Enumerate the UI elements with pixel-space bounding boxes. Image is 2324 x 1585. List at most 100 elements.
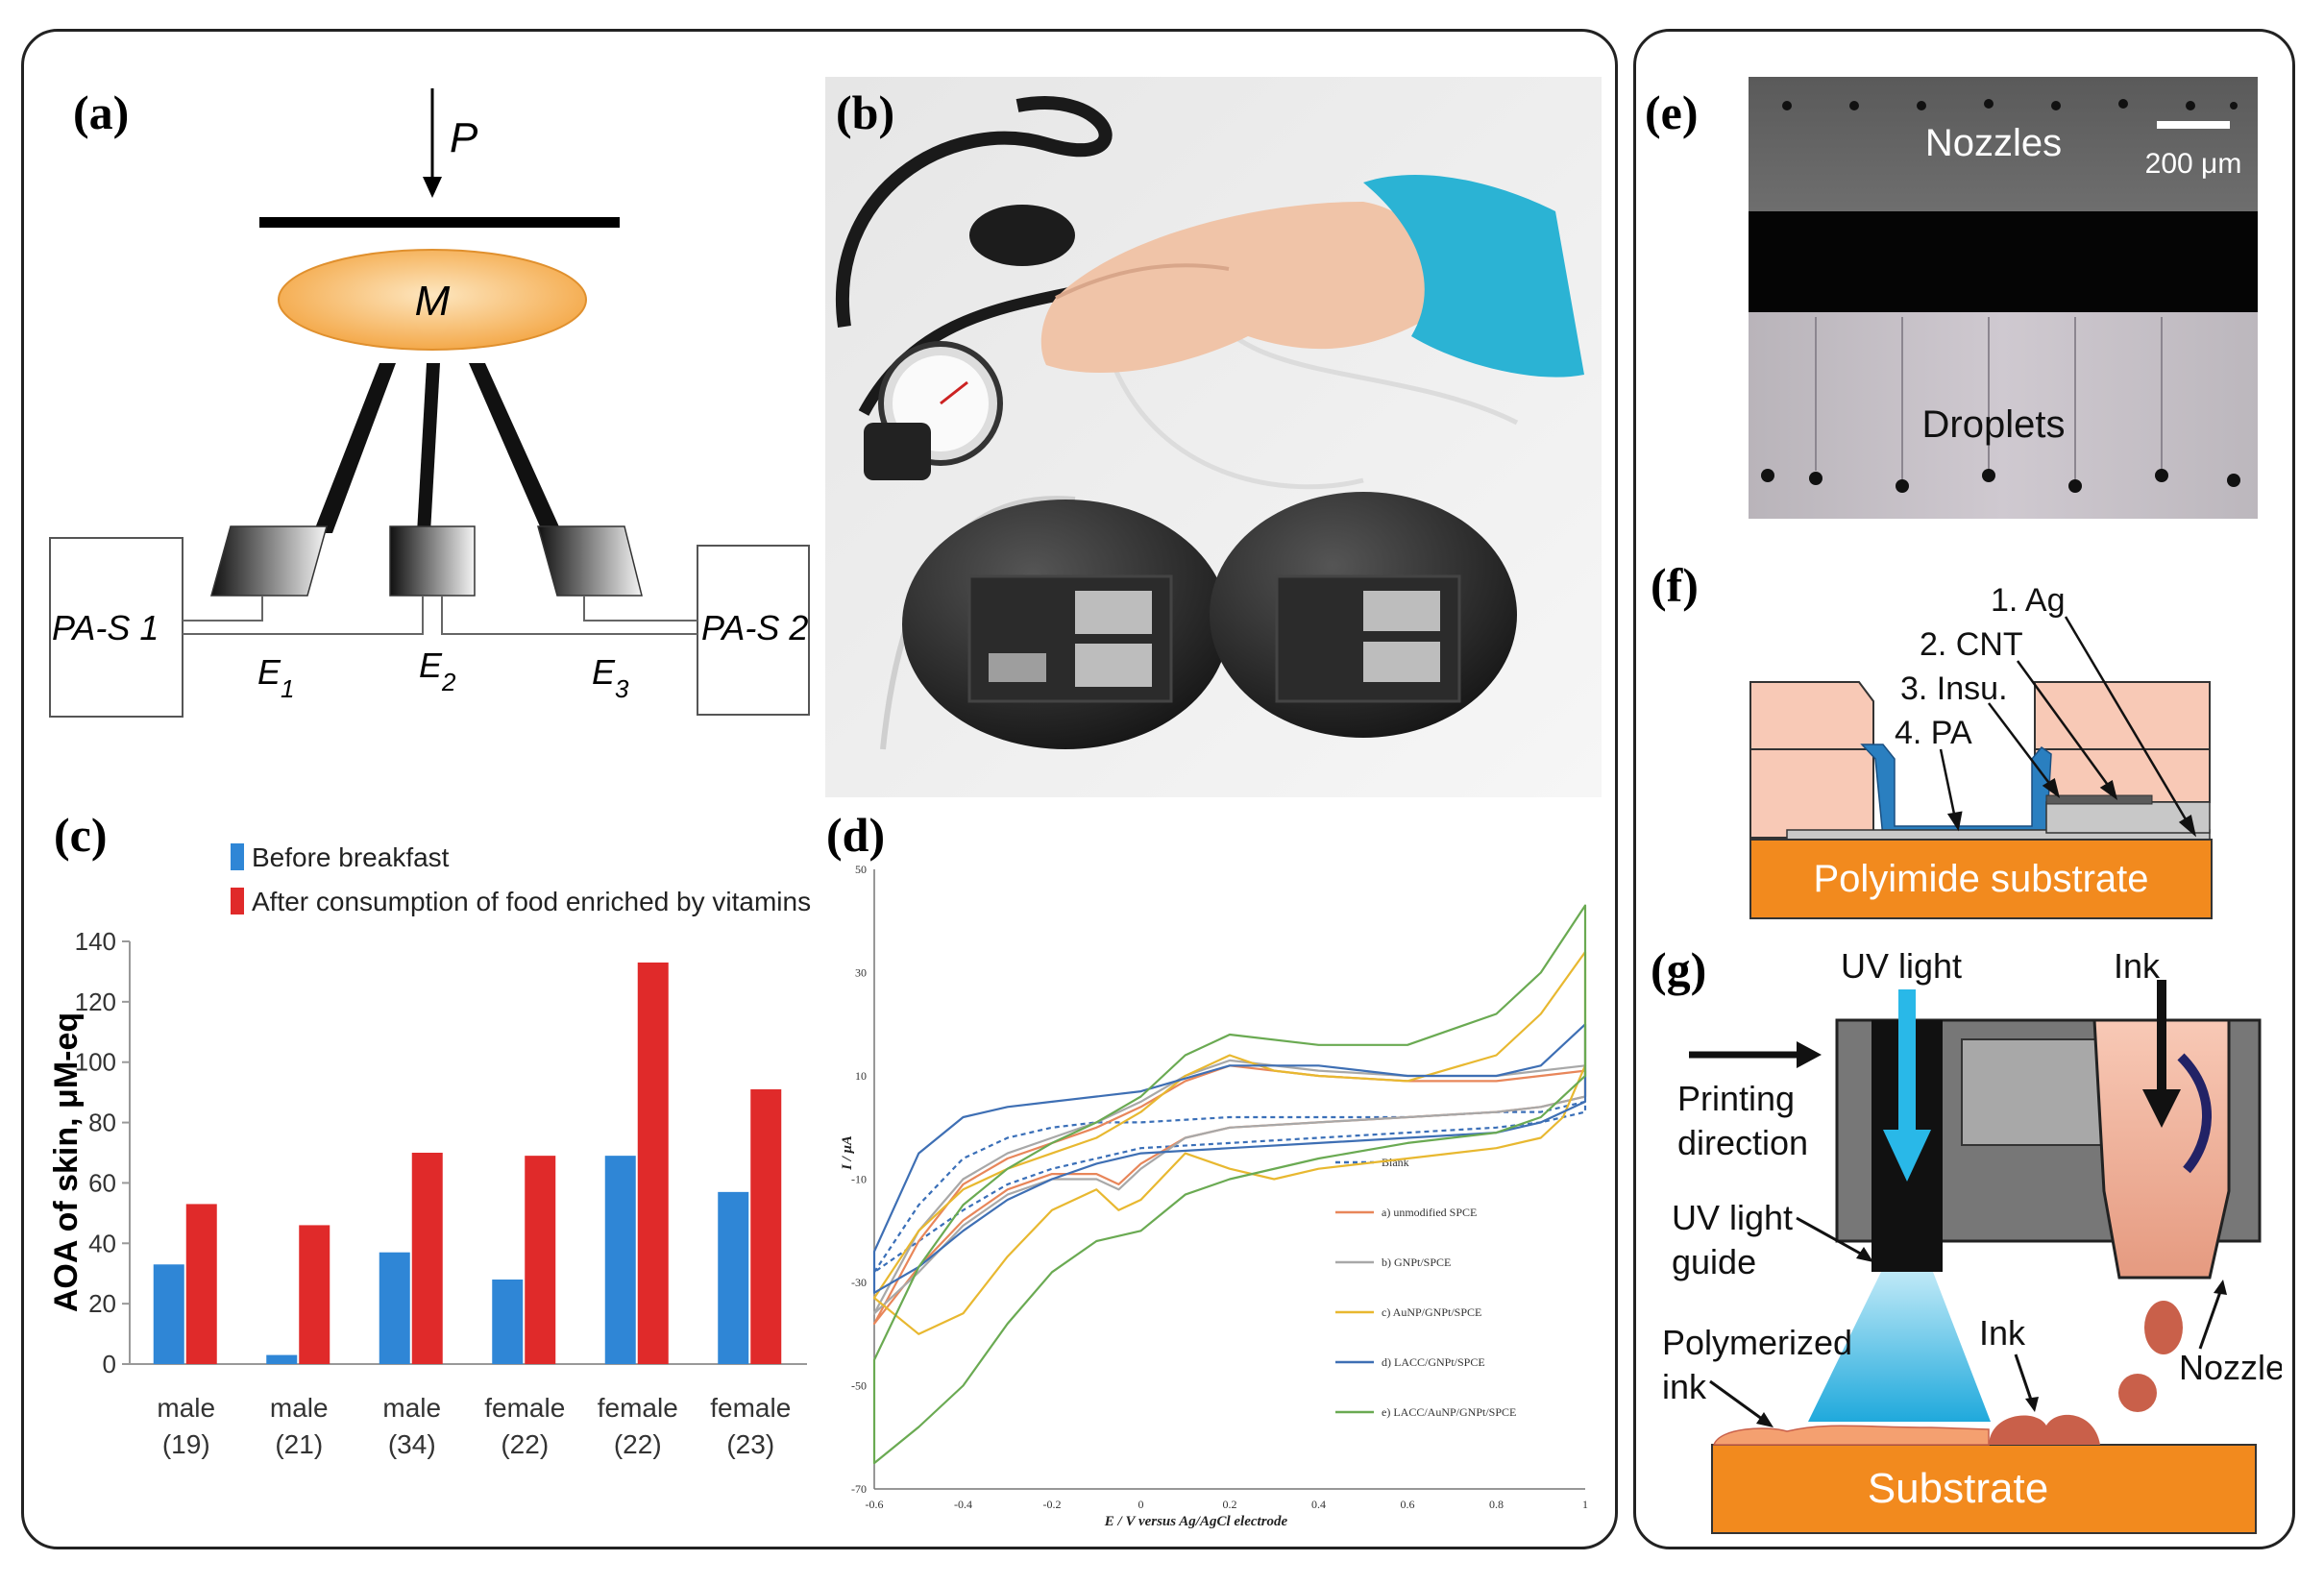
bar-before-3	[492, 1280, 524, 1364]
x-tick-label-d: -0.2	[1043, 1498, 1062, 1511]
layer-arrows	[1939, 616, 2197, 838]
electrode-label-1: E1	[257, 652, 294, 703]
bar-after-4	[637, 963, 669, 1364]
micrograph-droplets-label: Droplets	[1922, 403, 2066, 446]
y-tick-label-c: 100	[75, 1048, 116, 1077]
diagram-f: Polyimide substrate 1. Ag 2. CNT 3. Insu…	[1749, 582, 2213, 919]
x-category-label-c: (22)	[614, 1429, 662, 1459]
micrograph-e: 200 μm Nozzles Droplets	[1749, 77, 2258, 519]
layer-label-ag: 1. Ag	[1991, 582, 2066, 619]
photo-b	[825, 77, 1602, 797]
y-tick-label-d: 30	[855, 966, 867, 980]
legend-label-d-5: e) LACC/AuNP/GNPt/SPCE	[1382, 1405, 1516, 1419]
uv-cone	[1808, 1272, 1991, 1422]
layer-label-insu: 3. Insu.	[1900, 671, 2008, 707]
polymerized-ink-label-1: Polymerized	[1662, 1323, 1852, 1362]
layer-label-cnt: 2. CNT	[1920, 626, 2023, 663]
electrode-block-2	[389, 525, 476, 597]
legend-label-d-3: c) AuNP/GNPt/SPCE	[1382, 1305, 1481, 1319]
x-category-label-c: female	[484, 1393, 565, 1423]
bar-after-0	[185, 1204, 217, 1364]
layer-label-pa: 4. PA	[1895, 715, 1972, 751]
substrate-g	[1711, 1444, 2257, 1534]
electrode-label-2: E2	[419, 646, 456, 696]
y-tick-label-c: 0	[103, 1350, 116, 1378]
ink-top-label: Ink	[2114, 951, 2161, 986]
photo-b-illustration	[825, 77, 1602, 797]
legend-label-d-0: Blank	[1382, 1156, 1409, 1169]
nozzle-label: Nozzle	[2179, 1348, 2282, 1387]
bar-before-4	[604, 1156, 636, 1364]
panel-label-b: (b)	[836, 85, 895, 139]
cv-curve-0	[872, 1100, 1587, 1274]
micrograph-nozzles-label: Nozzles	[1925, 122, 2062, 164]
substrate-f	[1749, 839, 2213, 919]
scale-bar	[2157, 121, 2230, 129]
x-category-label-c: (34)	[388, 1429, 436, 1459]
bar-after-2	[411, 1153, 443, 1364]
bar-after-5	[750, 1089, 782, 1364]
electrode-label-3: E3	[592, 652, 629, 703]
cv-curve-5	[872, 904, 1587, 1465]
pressure-arrowhead	[423, 177, 442, 198]
bar-before-0	[153, 1264, 184, 1364]
sensor-box-left	[49, 537, 183, 718]
bar-after-3	[525, 1156, 556, 1364]
diagram-a: P M PA-S 1 PA-S 2 E1 E2 E3	[49, 88, 810, 718]
diagram-g: Substrate UV light Ink Printing directio…	[1662, 951, 2282, 1534]
sensor-label-right: PA-S 2	[701, 608, 808, 647]
x-category-label-c: male	[382, 1393, 441, 1423]
micrograph-scale-label: 200 μm	[2145, 148, 2242, 180]
legend-swatch-after	[231, 888, 244, 914]
y-axis-label-d: I / μA	[840, 1135, 855, 1171]
uv-guide-label-2: guide	[1672, 1242, 1756, 1281]
ink-bottom-label: Ink	[1979, 1313, 2026, 1353]
pressure-plate	[259, 217, 620, 228]
legend-label-d-2: b) GNPt/SPCE	[1382, 1256, 1451, 1269]
y-tick-label-c: 120	[75, 988, 116, 1016]
legend-label-d-1: a) unmodified SPCE	[1382, 1206, 1477, 1219]
y-axis-label-c: AOA of skin, μM-eq	[48, 1012, 85, 1312]
y-tick-label-c: 40	[88, 1229, 116, 1257]
y-tick-label-d: -50	[851, 1379, 867, 1393]
x-axis-label-d: E / V versus Ag/AgCl electrode	[1104, 1514, 1288, 1529]
cv-curve-4	[872, 1023, 1587, 1294]
x-category-label-c: male	[270, 1393, 329, 1423]
chart-c-plot: 020406080100120140male(19)male(21)male(3…	[75, 927, 807, 1459]
pressure-label: P	[450, 114, 478, 161]
sensor-box-right	[697, 545, 810, 716]
cv-curve-2	[872, 1059, 1587, 1315]
uv-light-label: UV light	[1841, 951, 1962, 986]
x-category-label-c: (22)	[501, 1429, 549, 1459]
y-tick-label-d: 50	[855, 863, 867, 876]
electrode-block-3	[537, 525, 643, 597]
bar-after-1	[299, 1225, 330, 1364]
printing-direction-label-2: direction	[1677, 1123, 1808, 1162]
bar-before-5	[718, 1191, 749, 1364]
cv-curve-3	[872, 950, 1587, 1335]
y-tick-label-d: -30	[851, 1276, 867, 1289]
x-category-label-c: (19)	[162, 1429, 210, 1459]
x-category-label-c: female	[598, 1393, 678, 1423]
panel-label-g: (g)	[1651, 942, 1707, 996]
x-tick-label-d: 0.6	[1401, 1498, 1415, 1511]
uv-guide-label-1: UV light	[1672, 1198, 1793, 1237]
panel-label-e: (e)	[1645, 85, 1699, 139]
printing-direction-label-1: Printing	[1677, 1079, 1795, 1118]
y-tick-label-c: 80	[88, 1109, 116, 1137]
panel-label-f: (f)	[1651, 558, 1699, 612]
legend-label-after: After consumption of food enriched by vi…	[252, 887, 811, 916]
legend-label-d-4: d) LACC/GNPt/SPCE	[1382, 1355, 1485, 1369]
substrate-label-f: Polyimide substrate	[1813, 858, 2148, 900]
panel-label-d: (d)	[826, 808, 886, 862]
x-tick-label-d: 0.4	[1311, 1498, 1326, 1511]
legend-swatch-before	[231, 843, 244, 870]
wires	[183, 596, 697, 635]
bar-before-2	[379, 1252, 410, 1364]
x-tick-label-d: -0.6	[866, 1498, 884, 1511]
y-tick-label-c: 140	[75, 927, 116, 956]
chart-c: Before breakfast After consumption of fo…	[48, 842, 811, 1459]
y-tick-label-d: -10	[851, 1173, 867, 1186]
x-category-label-c: male	[157, 1393, 215, 1423]
x-tick-label-d: 0.8	[1489, 1498, 1504, 1511]
